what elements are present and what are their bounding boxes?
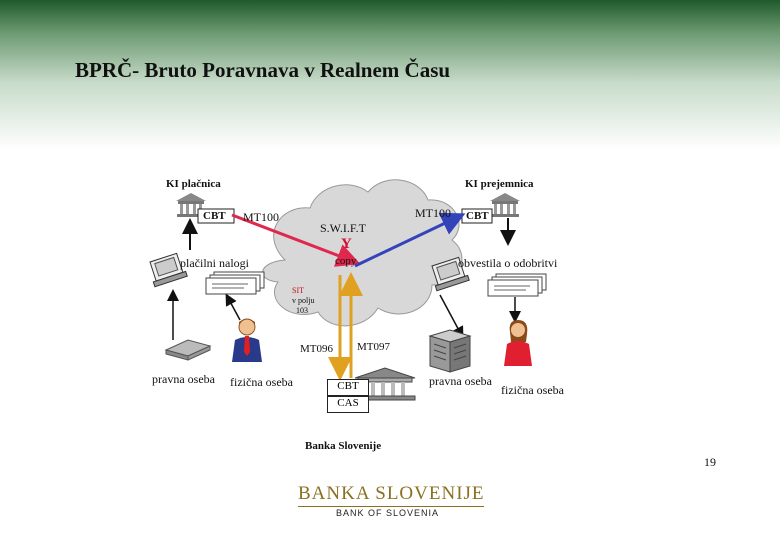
office-building-icon: [428, 329, 472, 373]
central-cas-box: CAS: [327, 396, 369, 413]
field-label: v polju: [292, 296, 315, 305]
man-icon: [232, 318, 262, 362]
central-bank-label: Banka Slovenije: [305, 440, 382, 452]
legal-person-right-label: pravna oseba: [429, 374, 492, 388]
mt097-label: MT097: [357, 341, 390, 353]
field-number-label: 103: [296, 306, 308, 315]
central-cbt-label: CBT: [337, 380, 359, 392]
payment-orders-label: plačilni nalogi: [180, 256, 249, 270]
office-building-icon: [164, 339, 212, 361]
laptop-icon: [431, 256, 470, 292]
cbt-left-label: CBT: [203, 210, 226, 222]
laptop-icon: [149, 252, 188, 288]
bank-building-icon: [490, 193, 520, 217]
central-cas-label: CAS: [337, 397, 359, 409]
document-stack-icon: [487, 273, 547, 297]
sit-label: SIT: [292, 286, 304, 295]
header-band: [0, 0, 780, 150]
logo-subtitle: BANK OF SLOVENIA: [336, 508, 440, 518]
mt100-left-label: MT100: [243, 210, 279, 224]
slide-title: BPRČ- Bruto Poravnava v Realnem Času: [75, 58, 451, 82]
logo-divider: [298, 506, 484, 507]
natural-person-left-label: fizična oseba: [230, 375, 293, 389]
swift-label: S.W.I.F.T: [320, 221, 366, 235]
arrow-laptop-to-legal: [439, 294, 464, 339]
mt100-right-label: MT100: [415, 206, 451, 220]
mt100-blue-arrow: [354, 212, 466, 268]
credit-notices-label: obvestila o odobritvi: [458, 256, 558, 270]
swift-y-label: Y: [341, 236, 352, 252]
central-cbt-box: CBT: [327, 379, 369, 396]
mt100-red-arrow: [231, 213, 361, 267]
document-stack-icon: [205, 271, 265, 295]
legal-person-left-label: pravna oseba: [152, 372, 215, 386]
arrow-natural-to-docs: [225, 293, 241, 321]
payer-bank-label: KI plačnica: [166, 178, 221, 190]
page-number: 19: [704, 455, 716, 469]
natural-person-right-label: fizična oseba: [501, 383, 564, 397]
copy-label: copy: [335, 255, 357, 267]
logo-wordmark: BANKA SLOVENIJE: [298, 483, 485, 504]
mt096-label: MT096: [300, 343, 333, 355]
cbt-right-label: CBT: [466, 210, 489, 222]
payee-bank-label: KI prejemnica: [465, 178, 534, 190]
woman-icon: [504, 320, 532, 366]
